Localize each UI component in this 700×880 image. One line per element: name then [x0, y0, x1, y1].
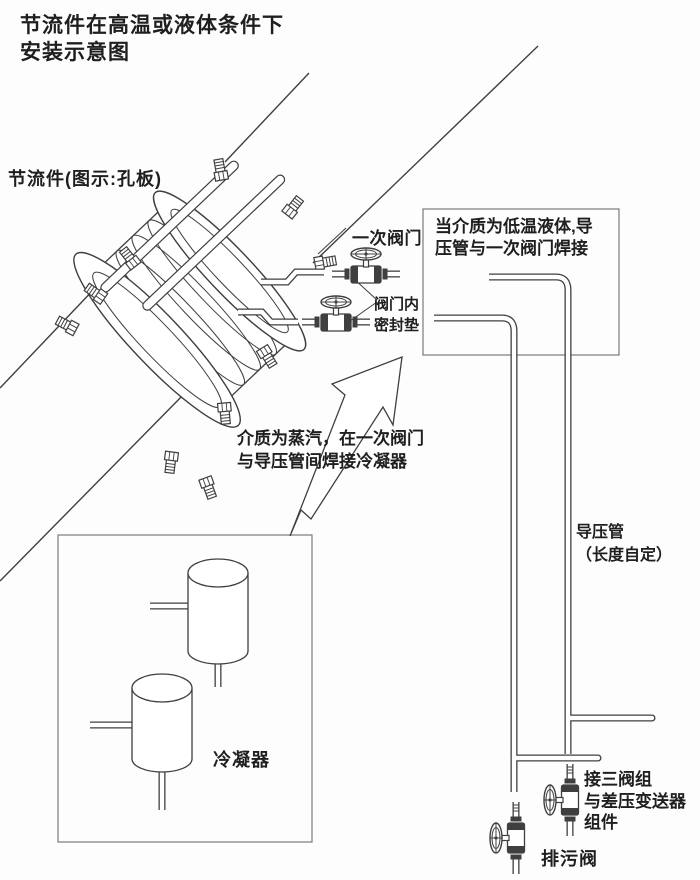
- manifold-valve: [544, 764, 579, 836]
- pressure-tap-pipes: [238, 268, 324, 326]
- steam-note-line2: 与导压管间焊接冷凝器: [237, 451, 407, 471]
- blowdown-valve-label: 排污阀: [541, 849, 598, 869]
- blowdown-valve: [490, 802, 525, 874]
- impulse-pipe-label-line1: 导压管: [576, 524, 625, 541]
- orifice-flange-assembly: [73, 160, 307, 428]
- steam-note-line1: 介质为蒸汽，在一次阀门: [237, 429, 424, 448]
- impulse-pipe-label: 导压管 （长度自定）: [576, 521, 672, 567]
- valve-seal-label-line1: 阀门内: [374, 296, 420, 313]
- diagram-title: 节流件在高温或液体条件下 安装示意图: [20, 12, 284, 66]
- impulse-pipes: [434, 273, 656, 792]
- manifold-label-line1: 接三阀组: [584, 770, 652, 789]
- low-temp-note: 当介质为低温液体,导 压管与一次阀门焊接: [435, 216, 593, 260]
- condenser-box-outline: [57, 534, 313, 843]
- diagram-title-line2: 安装示意图: [20, 41, 130, 64]
- condenser-cylinders: [90, 558, 249, 810]
- low-temp-note-line2: 压管与一次阀门焊接: [435, 239, 588, 258]
- condenser-label: 冷凝器: [213, 750, 270, 770]
- primary-valve-upper: [332, 248, 400, 283]
- throttle-element-label: 节流件(图示:孔板): [8, 169, 162, 189]
- manifold-label-line3: 组件: [584, 813, 618, 832]
- valve-seal-label-line2: 密封垫: [374, 317, 420, 334]
- manifold-label: 接三阀组 与差压变送器 组件: [584, 769, 686, 834]
- manifold-label-line2: 与差压变送器: [584, 791, 686, 811]
- annotation-box-outline: [422, 208, 620, 356]
- impulse-pipe-label-line2: （长度自定）: [576, 547, 673, 564]
- low-temp-note-line1: 当介质为低温液体,导: [435, 217, 593, 236]
- diagram-title-line1: 节流件在高温或液体条件下: [20, 14, 284, 37]
- steam-note: 介质为蒸汽，在一次阀门 与导压管间焊接冷凝器: [237, 428, 424, 473]
- valve-seal-label: 阀门内 密封垫: [374, 294, 419, 336]
- steam-arrow: [289, 355, 403, 537]
- primary-valve-label: 一次阀门: [352, 229, 422, 248]
- leader-lines: [317, 227, 378, 322]
